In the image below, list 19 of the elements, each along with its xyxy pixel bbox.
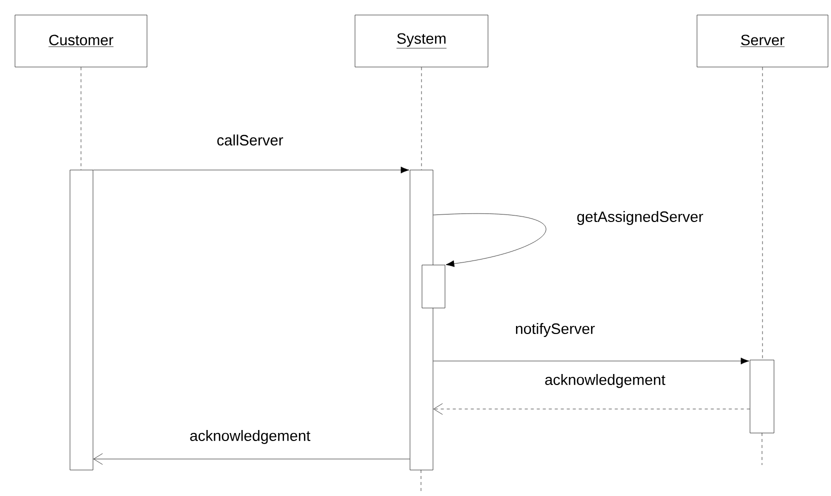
self-message-arrow — [433, 213, 546, 267]
activation-bar — [70, 170, 94, 470]
message-arrow — [433, 358, 750, 364]
message-arrow — [93, 453, 410, 465]
message-arrow — [93, 166, 410, 174]
object-box: Server — [696, 14, 828, 68]
message-label: callServer — [217, 134, 284, 146]
lifeline — [421, 67, 422, 170]
object-box: Customer — [14, 14, 148, 68]
lifeline — [762, 67, 763, 360]
message-label: getAssignedServer — [577, 211, 704, 225]
activation-bar — [422, 264, 446, 308]
activation-bar — [750, 360, 774, 434]
message-label: notifyServer — [516, 323, 595, 337]
lifeline — [80, 67, 82, 170]
message-label: acknowledgement — [190, 430, 310, 444]
object-box: System — [354, 14, 488, 68]
return-arrow — [433, 403, 750, 415]
message-label: acknowledgement — [545, 374, 666, 388]
